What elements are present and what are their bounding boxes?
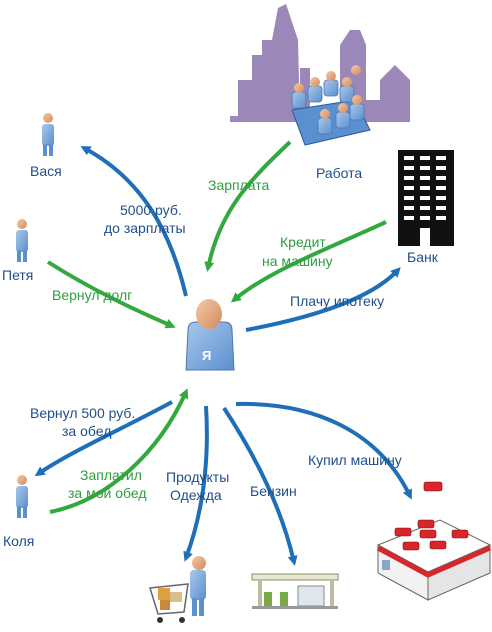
- arrow-debt-from-petya: [46, 260, 176, 329]
- returned-lunch-label-line2: за обед: [62, 423, 111, 439]
- bought-car-label: Купил машину: [308, 452, 402, 468]
- mortgage-label: Плачу ипотеку: [290, 293, 384, 309]
- gas-station-icon: [251, 573, 339, 609]
- arrow-credit-from-bank: [230, 220, 387, 303]
- groceries-label-line2: Одежда: [170, 487, 222, 503]
- arrow-groceries: [183, 405, 209, 562]
- arrow-loan-to-vasya: [80, 146, 188, 297]
- paid-lunch-label-line1: Заплатил: [80, 467, 142, 483]
- petya-label: Петя: [2, 267, 33, 283]
- petya-icon: [16, 219, 28, 262]
- me-label: Я: [202, 348, 211, 363]
- arrow-fuel: [222, 406, 298, 566]
- bank-icon: [398, 150, 454, 246]
- vasya-label: Вася: [30, 163, 62, 179]
- kolya-label: Коля: [3, 533, 34, 549]
- shopping-cart-icon: [149, 556, 206, 623]
- salary-label: Зарплата: [208, 177, 270, 193]
- arrow-salary-from-work: [204, 140, 292, 272]
- paid-lunch-label-line2: за мой обед: [68, 485, 147, 501]
- groceries-label-line1: Продукты: [166, 469, 229, 485]
- work-label: Работа: [316, 165, 362, 181]
- bank-label: Банк: [407, 249, 439, 265]
- loan-label-line1: 5000 руб.: [120, 202, 182, 218]
- fuel-label: Бензин: [250, 483, 297, 499]
- arrow-car-purchase: [235, 401, 412, 500]
- vasya-icon: [42, 113, 54, 156]
- kolya-icon: [16, 475, 28, 518]
- car-dealership-icon: [376, 481, 492, 601]
- car-credit-label-line2: на машину: [262, 253, 333, 269]
- work-icon: [230, 4, 410, 146]
- arrow-lunch-to-kolya: [34, 400, 173, 477]
- arrow-lunch-from-kolya: [49, 388, 189, 514]
- returned-lunch-label-line1: Вернул 500 руб.: [30, 405, 135, 421]
- car-credit-label-line1: Кредит: [280, 234, 326, 250]
- loan-label-line2: до зарплаты: [104, 220, 186, 236]
- returned-debt-label: Вернул долг: [52, 287, 132, 303]
- me-icon: [185, 299, 235, 371]
- arrow-mortgage-to-bank: [245, 267, 401, 332]
